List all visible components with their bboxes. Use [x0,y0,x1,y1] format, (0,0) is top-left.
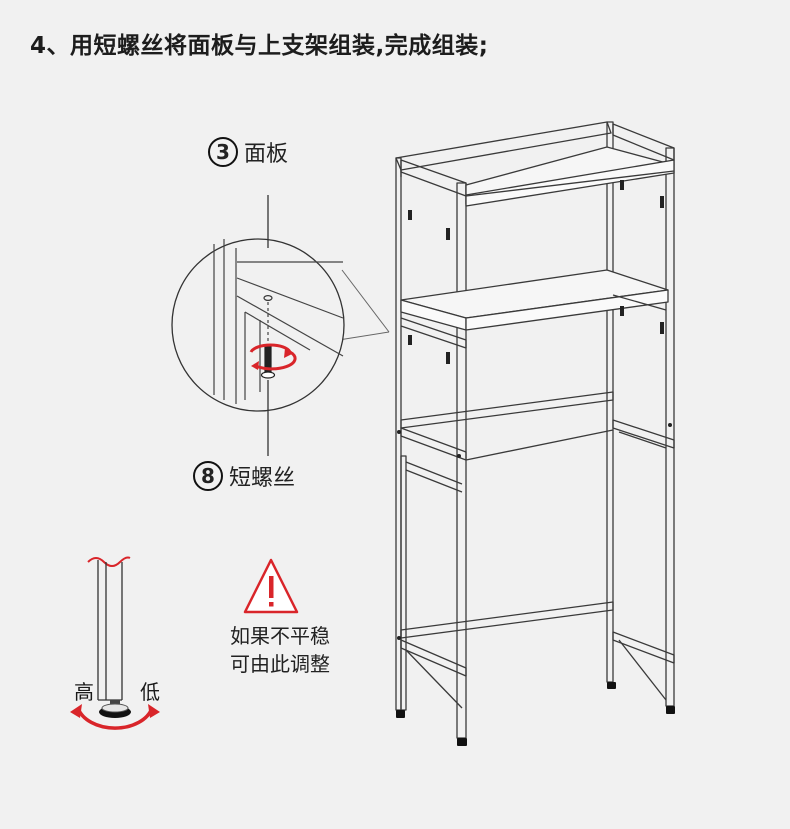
panel-callout: 3 面板 [208,136,288,168]
screw-callout: 8 短螺丝 [193,460,295,492]
panel-label: 面板 [244,142,289,167]
shelf-rack [395,121,675,746]
warning-icon [243,558,299,614]
screw-number: 8 [193,461,223,491]
warning-line-2: 可由此调整 [230,652,330,676]
step-title: 4、用短螺丝将面板与上支架组装,完成组装; [30,33,489,59]
foot-low-label: 低 [140,680,160,704]
panel-number: 3 [208,137,238,167]
foot-high-label: 高 [74,680,94,704]
screw-label: 短螺丝 [229,466,296,491]
warning-line-1: 如果不平稳 [230,624,330,648]
leveling-foot-detail [70,556,160,730]
warning-text: 如果不平稳 可由此调整 [215,622,345,678]
detail-zoom [171,238,390,412]
